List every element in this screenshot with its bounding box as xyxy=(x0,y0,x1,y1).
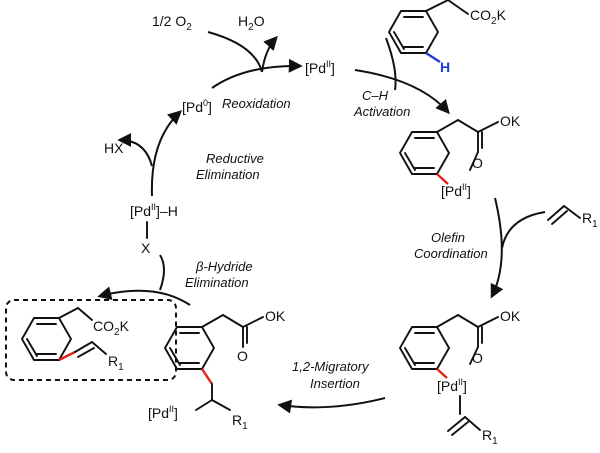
olefin-coordination-arrow xyxy=(490,197,504,299)
olefin-complex-intermediate: OK O [PdII] R1 xyxy=(399,308,521,447)
pd2-catalyst-label: [PdII] xyxy=(305,59,335,76)
half-o2-label: 1/2 O2 xyxy=(152,13,192,33)
olefin-reagent: R1 xyxy=(547,205,598,230)
palladacycle-ok-label: OK xyxy=(500,113,521,129)
product-carboxylate-label: CO2K xyxy=(93,318,130,338)
hx-out-arrow xyxy=(117,133,153,167)
olefin-coordination-label-1: Olefin xyxy=(431,230,465,245)
pd0-label: [Pd0] xyxy=(182,98,212,115)
beta-hydride-label-2: Elimination xyxy=(185,275,249,290)
product-box xyxy=(5,299,177,381)
olefin-complex-r1-label: R1 xyxy=(482,427,498,447)
olefin-coordination-label-2: Coordination xyxy=(414,246,488,261)
alkyl-pd-label: [PdII] xyxy=(148,404,178,421)
h2o-label: H2O xyxy=(238,13,265,33)
migratory-insertion-label-2: Insertion xyxy=(310,376,360,391)
hx-label: HX xyxy=(104,140,124,156)
reductive-elimination-label-1: Reductive xyxy=(206,151,264,166)
palladacycle-o-label: O xyxy=(472,155,483,171)
h2o-out-arrow xyxy=(261,35,278,73)
olefin-complex-o-label: O xyxy=(472,350,483,366)
olefin-complex-pd-label: [PdII] xyxy=(437,377,467,394)
x-label: X xyxy=(141,240,151,256)
palladacycle-pd-label: [PdII] xyxy=(441,182,471,199)
substrate-carboxylate-label: CO2K xyxy=(470,7,507,27)
reductive-elimination-label-2: Elimination xyxy=(196,167,260,182)
ch-activation-label-2: Activation xyxy=(353,104,410,119)
beta-hydride-arrow xyxy=(97,286,191,306)
pd-hydride-label: [PdII]–H xyxy=(130,202,178,219)
ch-activation-arrow xyxy=(354,69,450,115)
olefin-in-arrow xyxy=(501,211,546,249)
product-new-bond xyxy=(58,350,76,362)
reoxidation-arrow xyxy=(211,58,303,89)
ch-activation-label-1: C–H xyxy=(362,88,389,103)
olefinated-product: CO2K R1 xyxy=(21,307,130,373)
migratory-insertion-arrow xyxy=(277,397,386,414)
alkyl-r1-label: R1 xyxy=(232,412,248,432)
olefin-r1-label: R1 xyxy=(582,210,598,230)
beta-hydride-label-1: β-Hydride xyxy=(195,259,253,274)
substrate-molecule: CO2K H xyxy=(388,0,507,75)
reductive-elimination-arrow xyxy=(150,110,183,197)
beta-hydride-into-pdh-arrow xyxy=(159,254,165,291)
alkyl-ok-label: OK xyxy=(265,308,286,324)
alkyl-pd-intermediate: OK O R1 [PdII] xyxy=(148,308,286,432)
activated-ch-bond xyxy=(425,51,441,64)
new-cc-bond xyxy=(201,368,213,385)
product-r1-label: R1 xyxy=(108,353,124,373)
olefin-complex-ok-label: OK xyxy=(500,308,521,324)
pd-carbon-bond xyxy=(436,173,449,185)
activated-h-label: H xyxy=(440,59,450,75)
o2-in-arrow xyxy=(207,31,263,73)
alkyl-o-label: O xyxy=(237,348,248,364)
migratory-insertion-label-1: 1,2-Migratory xyxy=(292,359,370,374)
palladacycle-intermediate: OK O [PdII] xyxy=(399,113,521,199)
substrate-in-arrow xyxy=(385,37,397,91)
reoxidation-label: Reoxidation xyxy=(222,96,291,111)
